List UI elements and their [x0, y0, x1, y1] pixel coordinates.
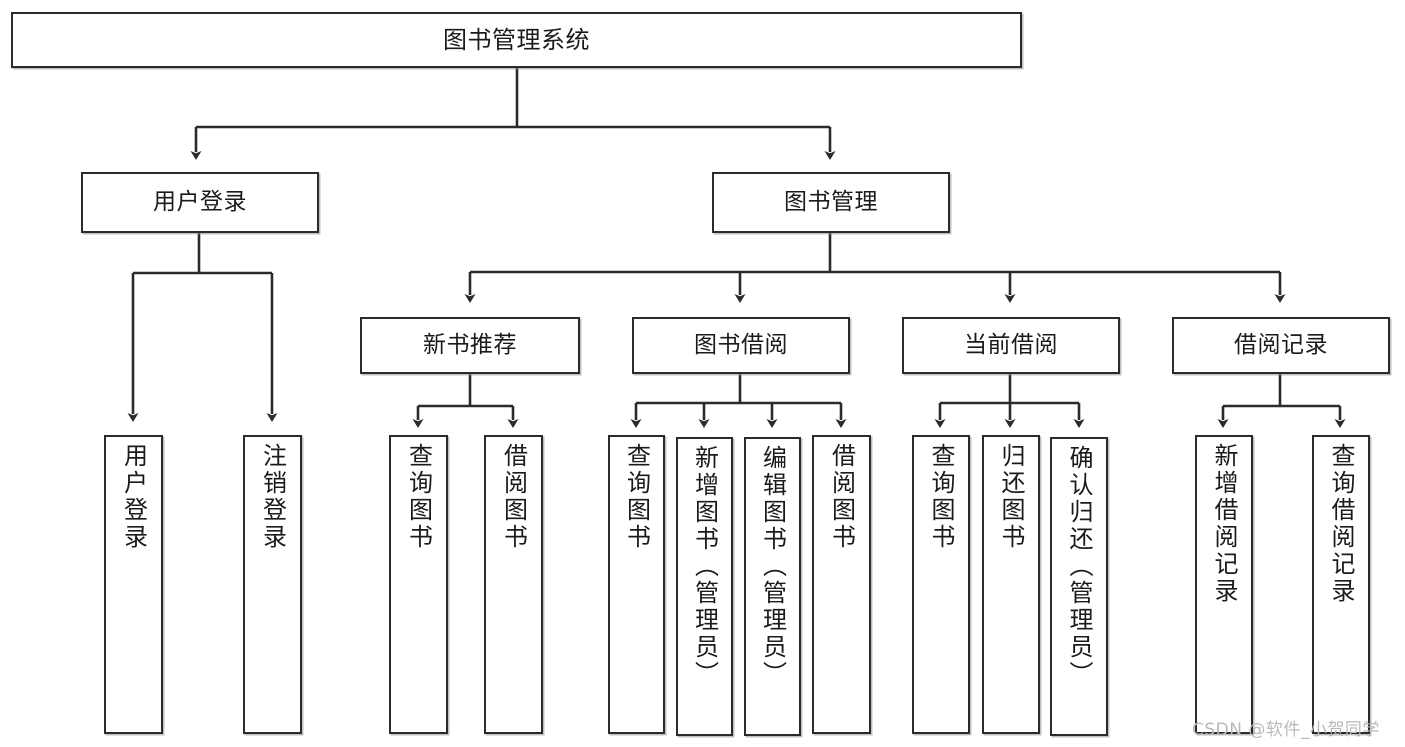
leaf-add-borrow-record-label: 新增借阅记录: [1210, 443, 1238, 605]
node-root-label: 图书管理系统: [443, 25, 590, 54]
leaf-logout[interactable]: 注销登录: [243, 435, 302, 734]
node-current-borrow-label: 当前借阅: [964, 331, 1058, 358]
leaf-edit-book-admin[interactable]: 编辑图书（管理员）: [744, 437, 801, 736]
node-borrow-record-label: 借阅记录: [1234, 331, 1328, 358]
leaf-borrow-book-2[interactable]: 借阅图书: [812, 435, 871, 734]
leaf-query-borrow-record[interactable]: 查询借阅记录: [1312, 435, 1370, 734]
leaf-confirm-return-admin-label: 确认归还（管理员）: [1065, 445, 1093, 688]
node-current-borrow[interactable]: 当前借阅: [902, 317, 1120, 374]
node-book-borrow-label: 图书借阅: [694, 331, 788, 358]
node-user-login[interactable]: 用户登录: [81, 172, 319, 233]
node-book-manage[interactable]: 图书管理: [712, 172, 950, 233]
leaf-query-book-2-label: 查询图书: [622, 443, 651, 551]
leaf-borrow-book-2-label: 借阅图书: [827, 443, 856, 551]
leaf-query-book-3-label: 查询图书: [927, 443, 955, 551]
node-root[interactable]: 图书管理系统: [11, 12, 1022, 68]
leaf-query-borrow-record-label: 查询借阅记录: [1327, 443, 1355, 605]
leaf-query-book-1-label: 查询图书: [404, 443, 433, 551]
node-user-login-label: 用户登录: [153, 188, 247, 215]
node-new-book-recommend[interactable]: 新书推荐: [360, 317, 580, 374]
leaf-add-borrow-record[interactable]: 新增借阅记录: [1195, 435, 1253, 734]
leaf-logout-label: 注销登录: [258, 443, 287, 551]
leaf-edit-book-admin-label: 编辑图书（管理员）: [758, 445, 787, 688]
leaf-query-book-2[interactable]: 查询图书: [608, 435, 665, 734]
leaf-return-book-label: 归还图书: [997, 443, 1025, 551]
node-new-book-recommend-label: 新书推荐: [423, 331, 517, 358]
leaf-add-book-admin-label: 新增图书（管理员）: [690, 445, 719, 688]
node-borrow-record[interactable]: 借阅记录: [1172, 317, 1390, 374]
leaf-add-book-admin[interactable]: 新增图书（管理员）: [676, 437, 733, 736]
leaf-borrow-book-1-label: 借阅图书: [499, 443, 528, 551]
leaf-return-book[interactable]: 归还图书: [982, 435, 1040, 734]
leaf-user-login[interactable]: 用户登录: [104, 435, 163, 734]
node-book-borrow[interactable]: 图书借阅: [632, 317, 850, 374]
leaf-user-login-label: 用户登录: [119, 443, 148, 551]
leaf-query-book-3[interactable]: 查询图书: [912, 435, 970, 734]
leaf-confirm-return-admin[interactable]: 确认归还（管理员）: [1050, 437, 1108, 736]
leaf-query-book-1[interactable]: 查询图书: [389, 435, 448, 734]
leaf-borrow-book-1[interactable]: 借阅图书: [484, 435, 543, 734]
node-book-manage-label: 图书管理: [784, 188, 878, 215]
